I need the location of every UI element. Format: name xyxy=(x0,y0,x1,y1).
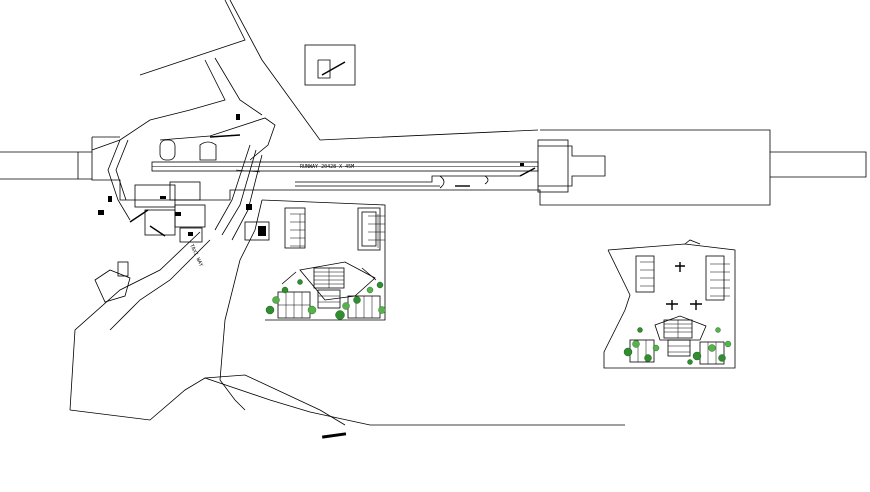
central-complex xyxy=(265,207,386,320)
taxiway-label: TAXI WAY xyxy=(188,243,204,267)
site-boundary xyxy=(69,199,625,439)
terminal-detail-plan xyxy=(603,239,736,369)
terminal-area: TAXI WAY xyxy=(69,0,539,411)
runway: RUNWAY 20428 X 45M xyxy=(0,129,867,206)
runway-label: RUNWAY 20428 X 45M xyxy=(300,164,354,170)
